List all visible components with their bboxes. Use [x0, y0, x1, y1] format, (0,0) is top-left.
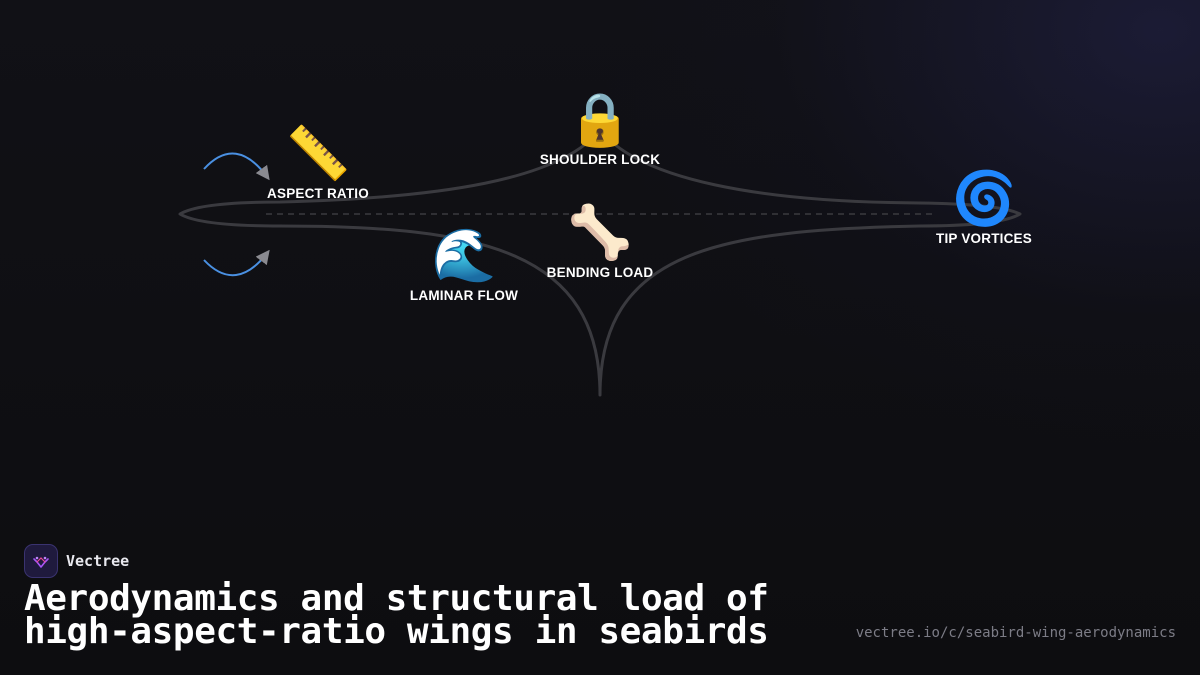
node-label: LAMINAR FLOW	[409, 288, 519, 303]
page-title: Aerodynamics and structural load of high…	[24, 578, 769, 652]
source-url: vectree.io/c/seabird-wing-aerodynamics	[855, 625, 1176, 641]
node-label: ASPECT RATIO	[267, 186, 369, 201]
brand-name: Vectree	[66, 552, 130, 570]
vectree-logo-icon	[24, 544, 58, 578]
node-label: TIP VORTICES	[936, 231, 1032, 246]
wing-outline	[178, 128, 1022, 397]
node-label: SHOULDER LOCK	[539, 152, 661, 167]
title-line-2: high-aspect-ratio wings in seabirds	[24, 611, 769, 652]
lock-icon: 🔒	[567, 90, 633, 150]
ruler-icon: 📏	[285, 124, 351, 184]
cyclone-icon: 🌀	[951, 169, 1017, 229]
wave-icon: 🌊	[431, 226, 497, 286]
bone-icon: 🦴	[567, 203, 633, 263]
node-aspect-ratio: 📏 ASPECT RATIO	[267, 124, 369, 201]
title-line-1: Aerodynamics and structural load of	[24, 578, 769, 619]
lower-flow-arrow	[203, 249, 270, 277]
node-bending-load: 🦴 BENDING LOAD	[547, 203, 654, 280]
node-laminar-flow: 🌊 LAMINAR FLOW	[410, 226, 518, 303]
upper-flow-arrow	[203, 152, 270, 181]
node-label: BENDING LOAD	[546, 265, 654, 280]
node-tip-vortices: 🌀 TIP VORTICES	[936, 169, 1032, 246]
node-shoulder-lock: 🔒 SHOULDER LOCK	[540, 90, 660, 167]
brand: Vectree	[24, 544, 129, 578]
